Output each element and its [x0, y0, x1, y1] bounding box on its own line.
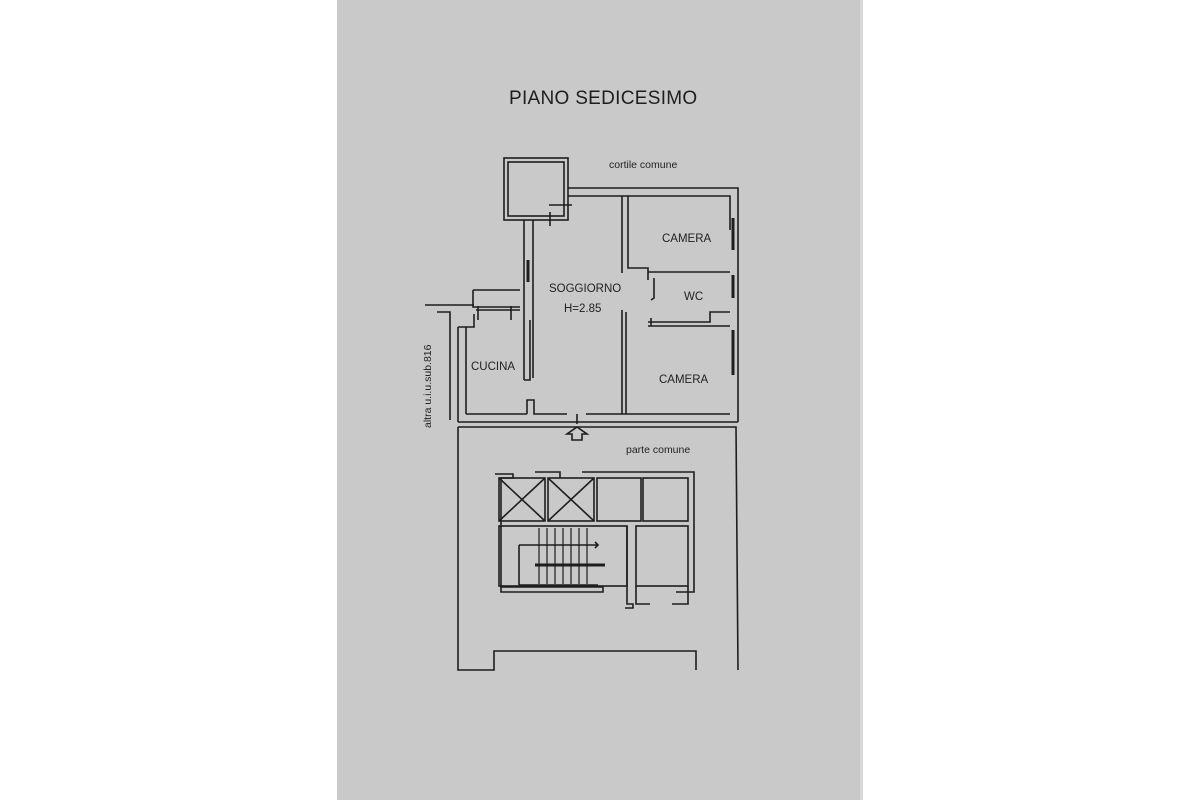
room-label-bedroom-bottom: CAMERA [659, 374, 709, 386]
floor-title: PIANO SEDICESIMO [509, 88, 698, 109]
apartment-walls [458, 187, 739, 424]
common-part-label: parte comune [626, 444, 691, 456]
entrance-arrow-icon [564, 426, 590, 441]
room-label-kitchen: CUCINA [471, 361, 516, 373]
balcony [503, 157, 572, 226]
room-label-bedroom-top: CAMERA [662, 233, 712, 245]
common-area-walls [457, 426, 739, 671]
kitchen-walls [425, 289, 531, 422]
paper-sheet [337, 0, 863, 800]
room-label-living: SOGGIORNO [549, 283, 622, 295]
paper-edge [860, 0, 863, 800]
ceiling-height-label: H=2.85 [564, 303, 602, 315]
other-unit-label: altra u.i.u.sub.816 [422, 344, 434, 428]
courtyard-label: cortile comune [609, 159, 678, 171]
room-label-wc: WC [684, 291, 704, 303]
